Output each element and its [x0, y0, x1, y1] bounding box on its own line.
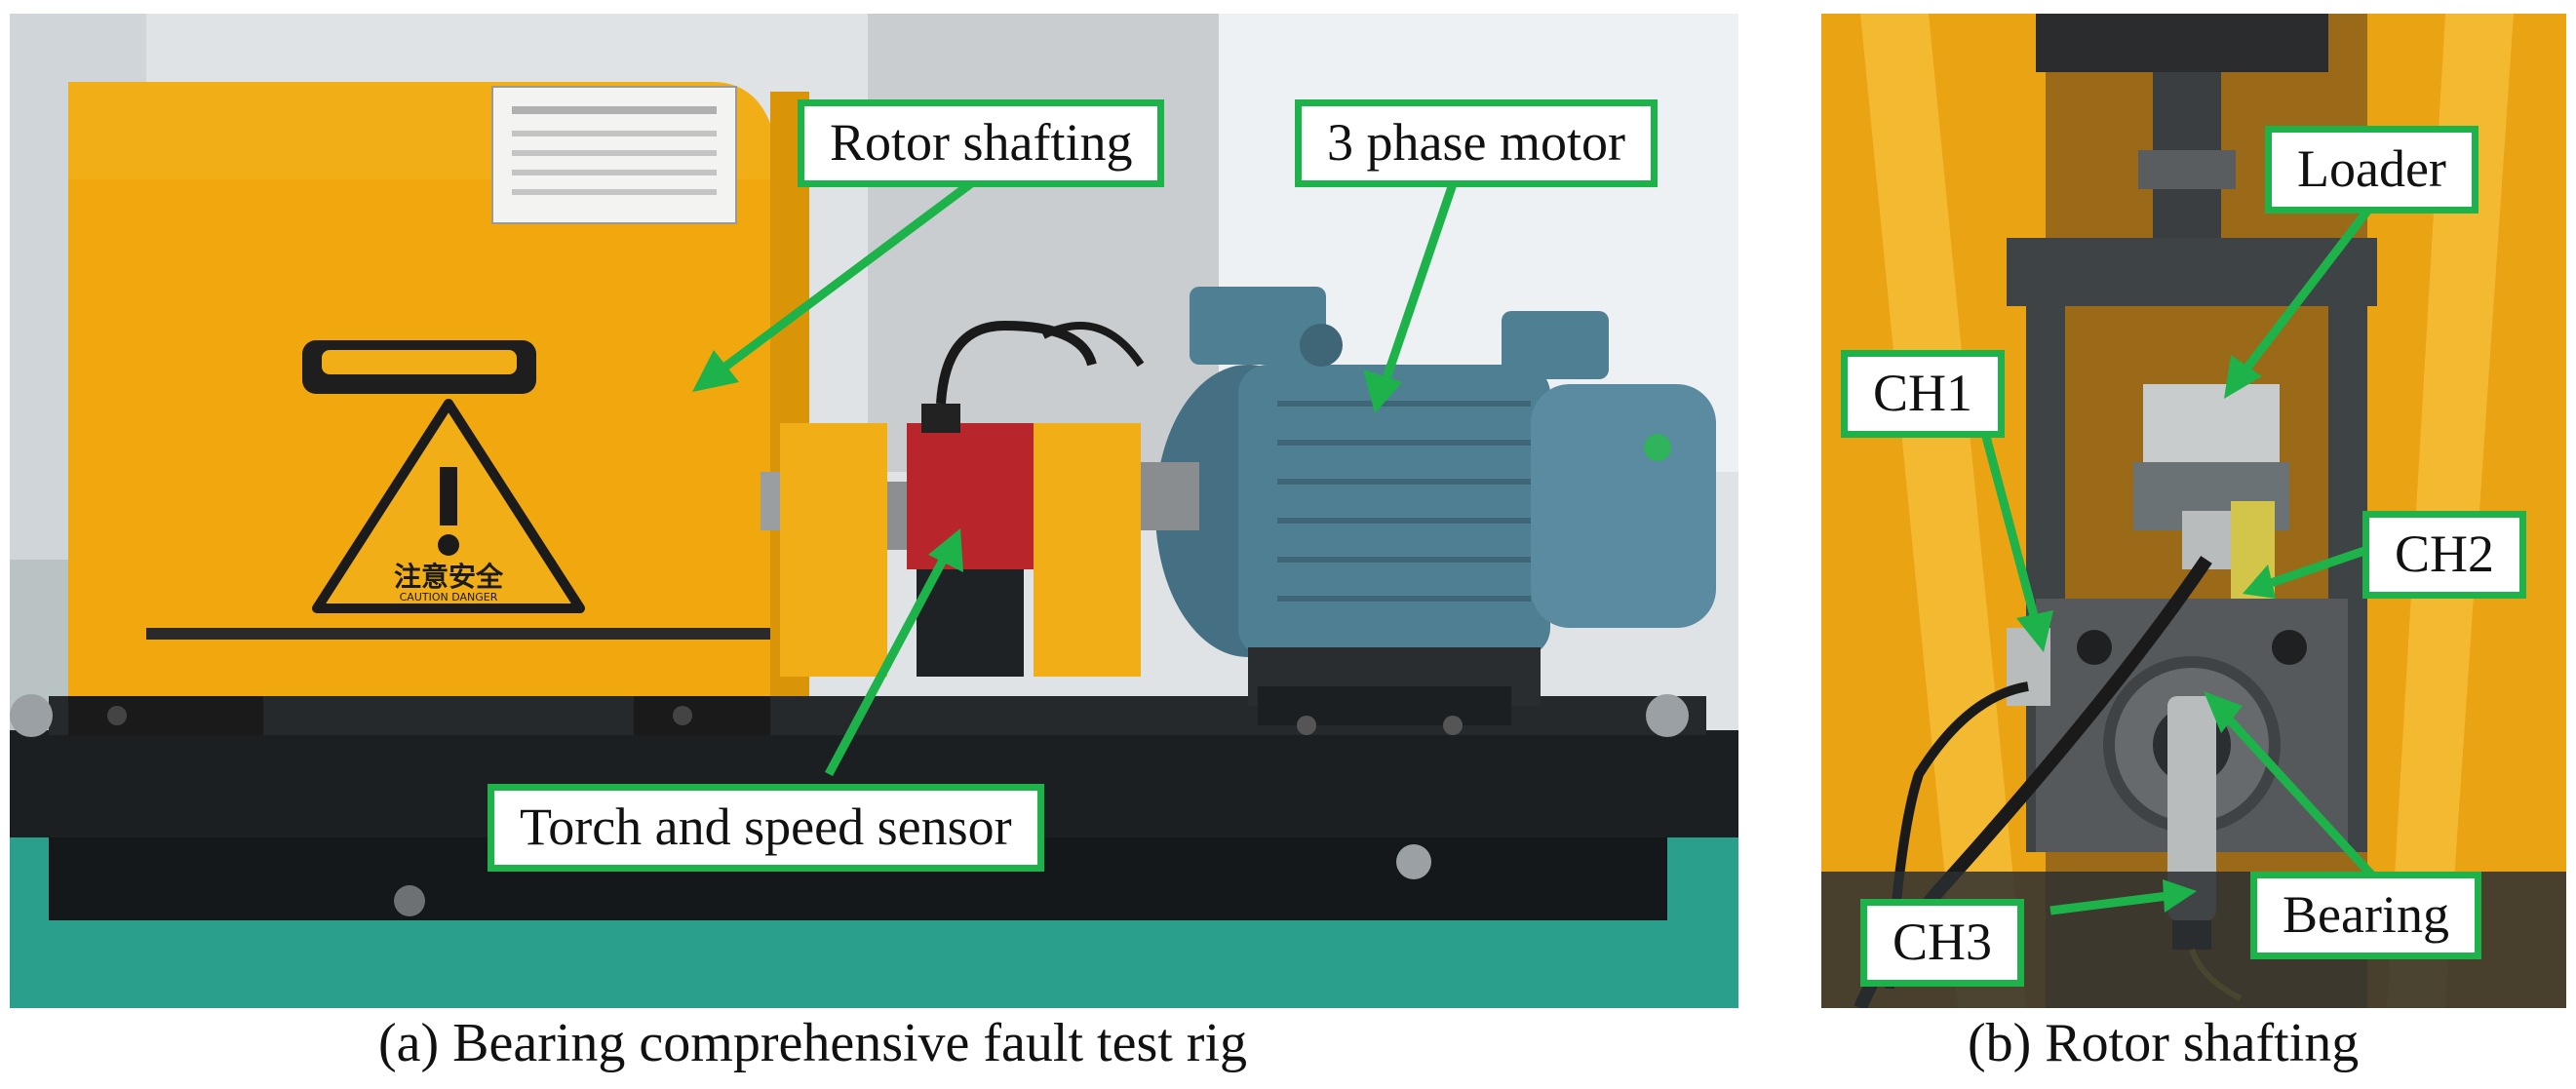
test-rig-photo: 注意安全 CAUTION DANGER	[10, 14, 1738, 1008]
caption-panel-b: (b) Rotor shafting	[1968, 1013, 2360, 1073]
callout-ch2: CH2	[2362, 511, 2527, 599]
callout-loader: Loader	[2265, 126, 2478, 214]
callout-3-phase-motor: 3 phase motor	[1295, 99, 1658, 187]
callout-ch3: CH3	[1860, 899, 2025, 987]
callout-torch-speed-sensor: Torch and speed sensor	[488, 784, 1044, 872]
warning-sign-text: 注意安全	[394, 561, 504, 593]
caption-panel-a: (a) Bearing comprehensive fault test rig	[378, 1013, 1247, 1073]
callout-rotor-shafting: Rotor shafting	[798, 99, 1165, 187]
rotor-shafting-photo: Loader CH1 CH2 Bearing CH3	[1821, 14, 2566, 1008]
warning-sign-subtext: CAUTION DANGER	[400, 591, 498, 603]
callout-bearing: Bearing	[2250, 872, 2481, 959]
callout-ch1: CH1	[1841, 350, 2006, 438]
